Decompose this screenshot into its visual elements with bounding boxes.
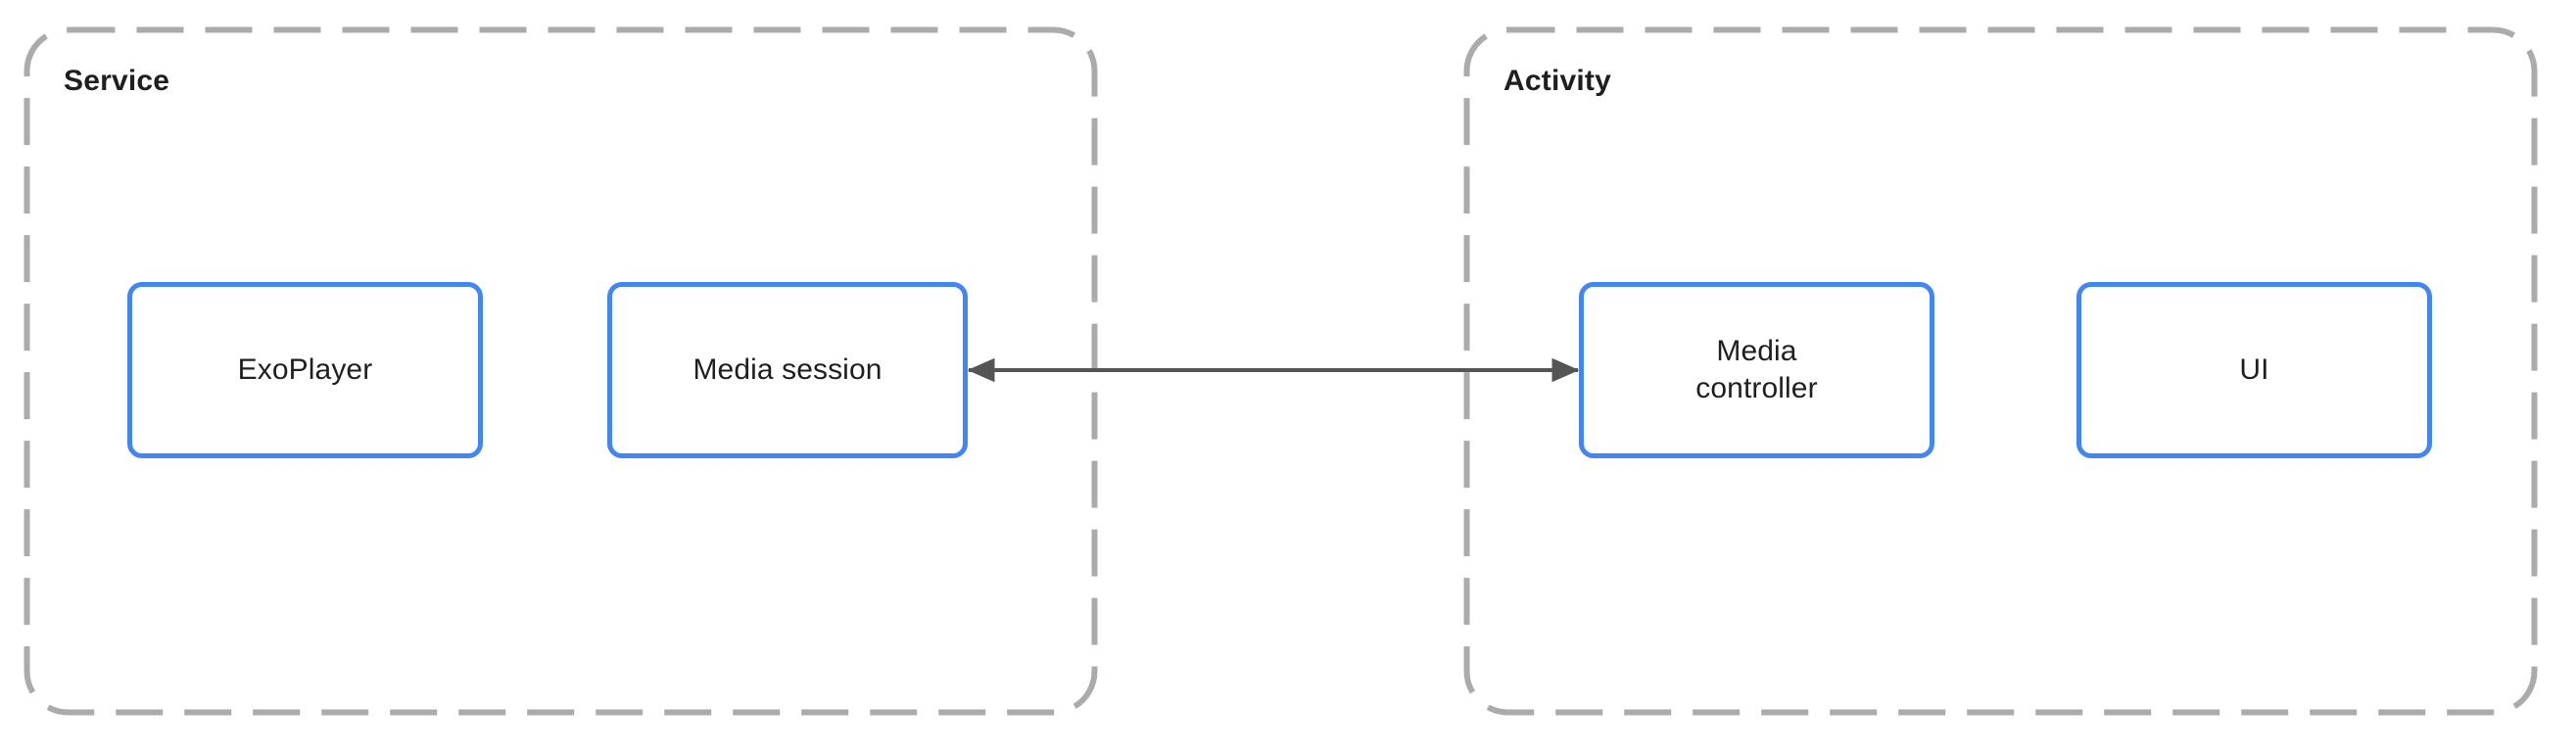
connector-media-session-to-media-controller xyxy=(967,357,1580,383)
node-ui-label: UI xyxy=(2239,352,2269,386)
node-media-controller[interactable]: Media controller xyxy=(1579,282,1934,458)
node-exoplayer[interactable]: ExoPlayer xyxy=(127,282,483,458)
node-ui[interactable]: UI xyxy=(2076,282,2432,458)
node-exoplayer-label: ExoPlayer xyxy=(237,352,373,386)
group-service-label: Service xyxy=(64,65,170,97)
group-activity-label: Activity xyxy=(1503,65,1611,97)
node-media-session-label: Media session xyxy=(692,352,883,386)
node-media-session[interactable]: Media session xyxy=(607,282,968,458)
node-media-controller-label: Media controller xyxy=(1695,334,1818,404)
